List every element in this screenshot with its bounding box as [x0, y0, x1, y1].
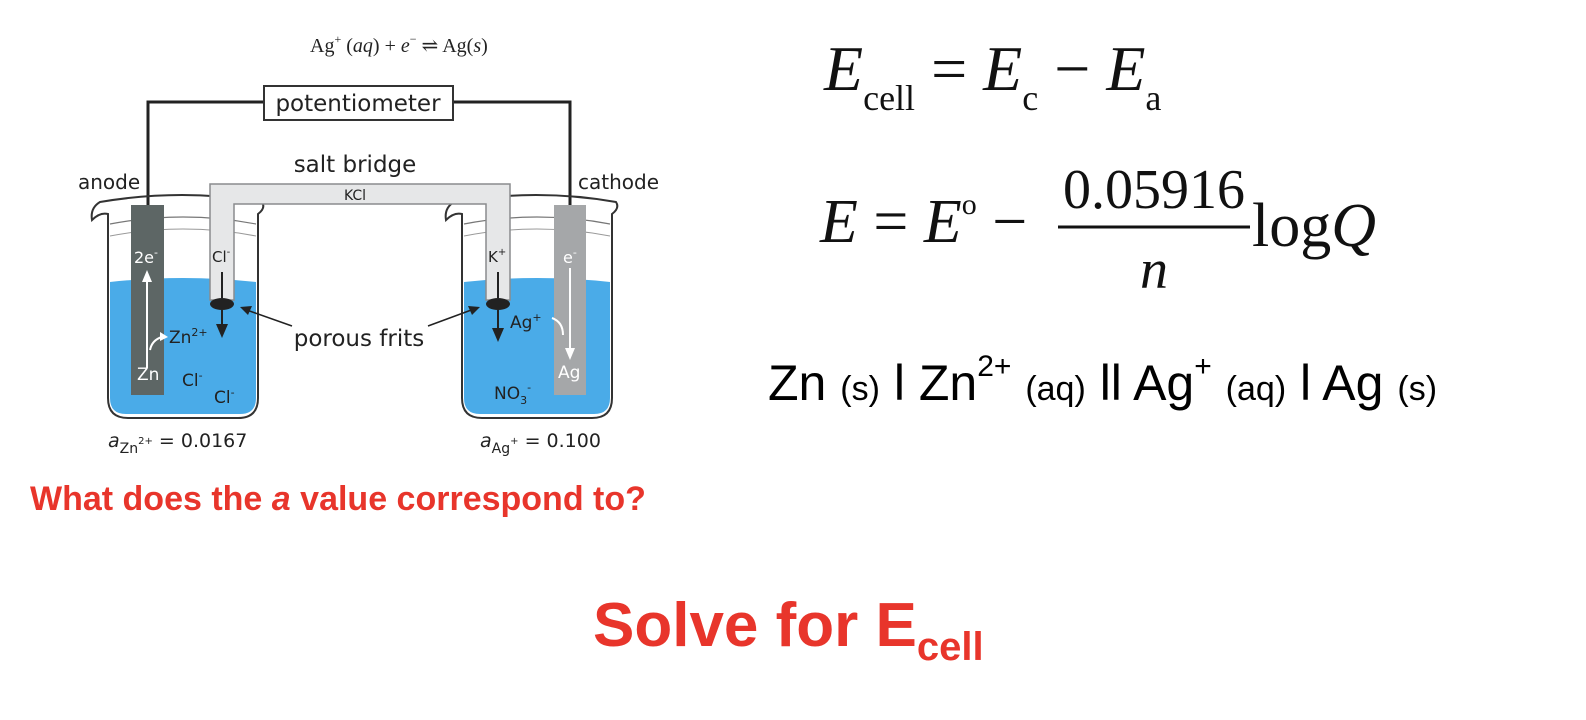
potentiometer-label: potentiometer	[275, 91, 441, 117]
ag-ion-label: Ag+	[510, 311, 542, 333]
zn-activity: aZn2+ = 0.0167	[108, 430, 247, 457]
equations: Ecell = Ec − Ea E = Eo − 0.05916 n logQ	[819, 33, 1376, 301]
no3-ion-label: NO3-	[494, 381, 531, 407]
anode-metal: Zn	[768, 355, 827, 411]
half-reaction: Ag+ (aq) + e− ⇌ Ag(s)	[310, 32, 488, 57]
cell-notation: Zn (s) l Zn2+ (aq) ll Ag+ (aq) l Ag (s)	[768, 350, 1437, 412]
nernst-lhs: E = Eo −	[819, 188, 1027, 256]
porous-frits-label: porous frits	[294, 326, 425, 352]
anode-beaker: 2e- Zn Zn2+ Cl- Cl-	[90, 194, 265, 419]
anode-ion-state: (aq)	[1025, 370, 1086, 408]
galvanic-cell-diagram: Ag+ (aq) + e− ⇌ Ag(s) potentiometer salt…	[78, 32, 659, 457]
zn-ion-label: Zn2+	[169, 326, 208, 348]
salt-bridge-label: salt bridge	[294, 152, 417, 178]
cathode-label: cathode	[578, 170, 659, 194]
cathode-state: (s)	[1397, 370, 1438, 408]
left-frit	[210, 298, 234, 310]
equation-ecell: Ecell = Ec − Ea	[823, 33, 1161, 118]
anode-electron-arrowhead	[142, 270, 152, 282]
cl-ion-label-2: Cl-	[214, 386, 235, 408]
cathode-metal: Ag	[1322, 355, 1384, 411]
cathode-ion-charge: +	[1194, 350, 1212, 383]
nernst-numerator: 0.05916	[1063, 159, 1245, 221]
right-frit	[486, 298, 510, 310]
ag-metal-label: Ag	[558, 363, 580, 383]
cathode-ion: Ag	[1133, 355, 1195, 411]
anode-label: anode	[78, 170, 140, 194]
anode-ion: Zn	[918, 355, 978, 411]
anode-electrons-label: 2e-	[134, 246, 158, 267]
phase-boundary-1: l	[893, 355, 905, 411]
ag-ion-arrow	[551, 317, 564, 336]
question-prefix: What does the	[30, 480, 272, 518]
nernst-denominator: n	[1140, 239, 1168, 301]
bridge-k-label: K+	[488, 247, 506, 266]
frit-pointer-left	[243, 308, 293, 327]
activity-question: What does the a value correspond to?	[30, 480, 646, 519]
cl-ion-label-1: Cl-	[182, 369, 203, 391]
bridge-cl-label: Cl-	[212, 247, 231, 266]
phase-boundary-2: l	[1300, 355, 1312, 411]
cathode-beaker: e- Ag Ag+ NO3-	[444, 194, 619, 419]
solve-text: Solve for E	[593, 591, 917, 660]
question-suffix: value correspond to?	[290, 480, 646, 518]
frit-pointer-right	[427, 308, 475, 327]
kcl-label: KCl	[344, 188, 366, 204]
anode-ion-charge: 2+	[977, 350, 1012, 383]
anode-state: (s)	[840, 370, 880, 408]
nernst-log-q: logQ	[1252, 192, 1376, 260]
ag-activity: aAg+ = 0.100	[480, 430, 601, 457]
zn-metal-label: Zn	[137, 365, 159, 385]
question-italic-a: a	[271, 480, 291, 518]
solve-subscript: cell	[916, 625, 984, 669]
cathode-ion-state: (aq)	[1225, 370, 1287, 408]
circuit-wire	[146, 100, 572, 205]
solve-heading: Solve for Ecell	[593, 590, 984, 670]
potentiometer-box	[263, 85, 454, 121]
salt-bridge-symbol: ll	[1099, 355, 1122, 411]
cathode-electrons-label: e-	[563, 246, 577, 267]
